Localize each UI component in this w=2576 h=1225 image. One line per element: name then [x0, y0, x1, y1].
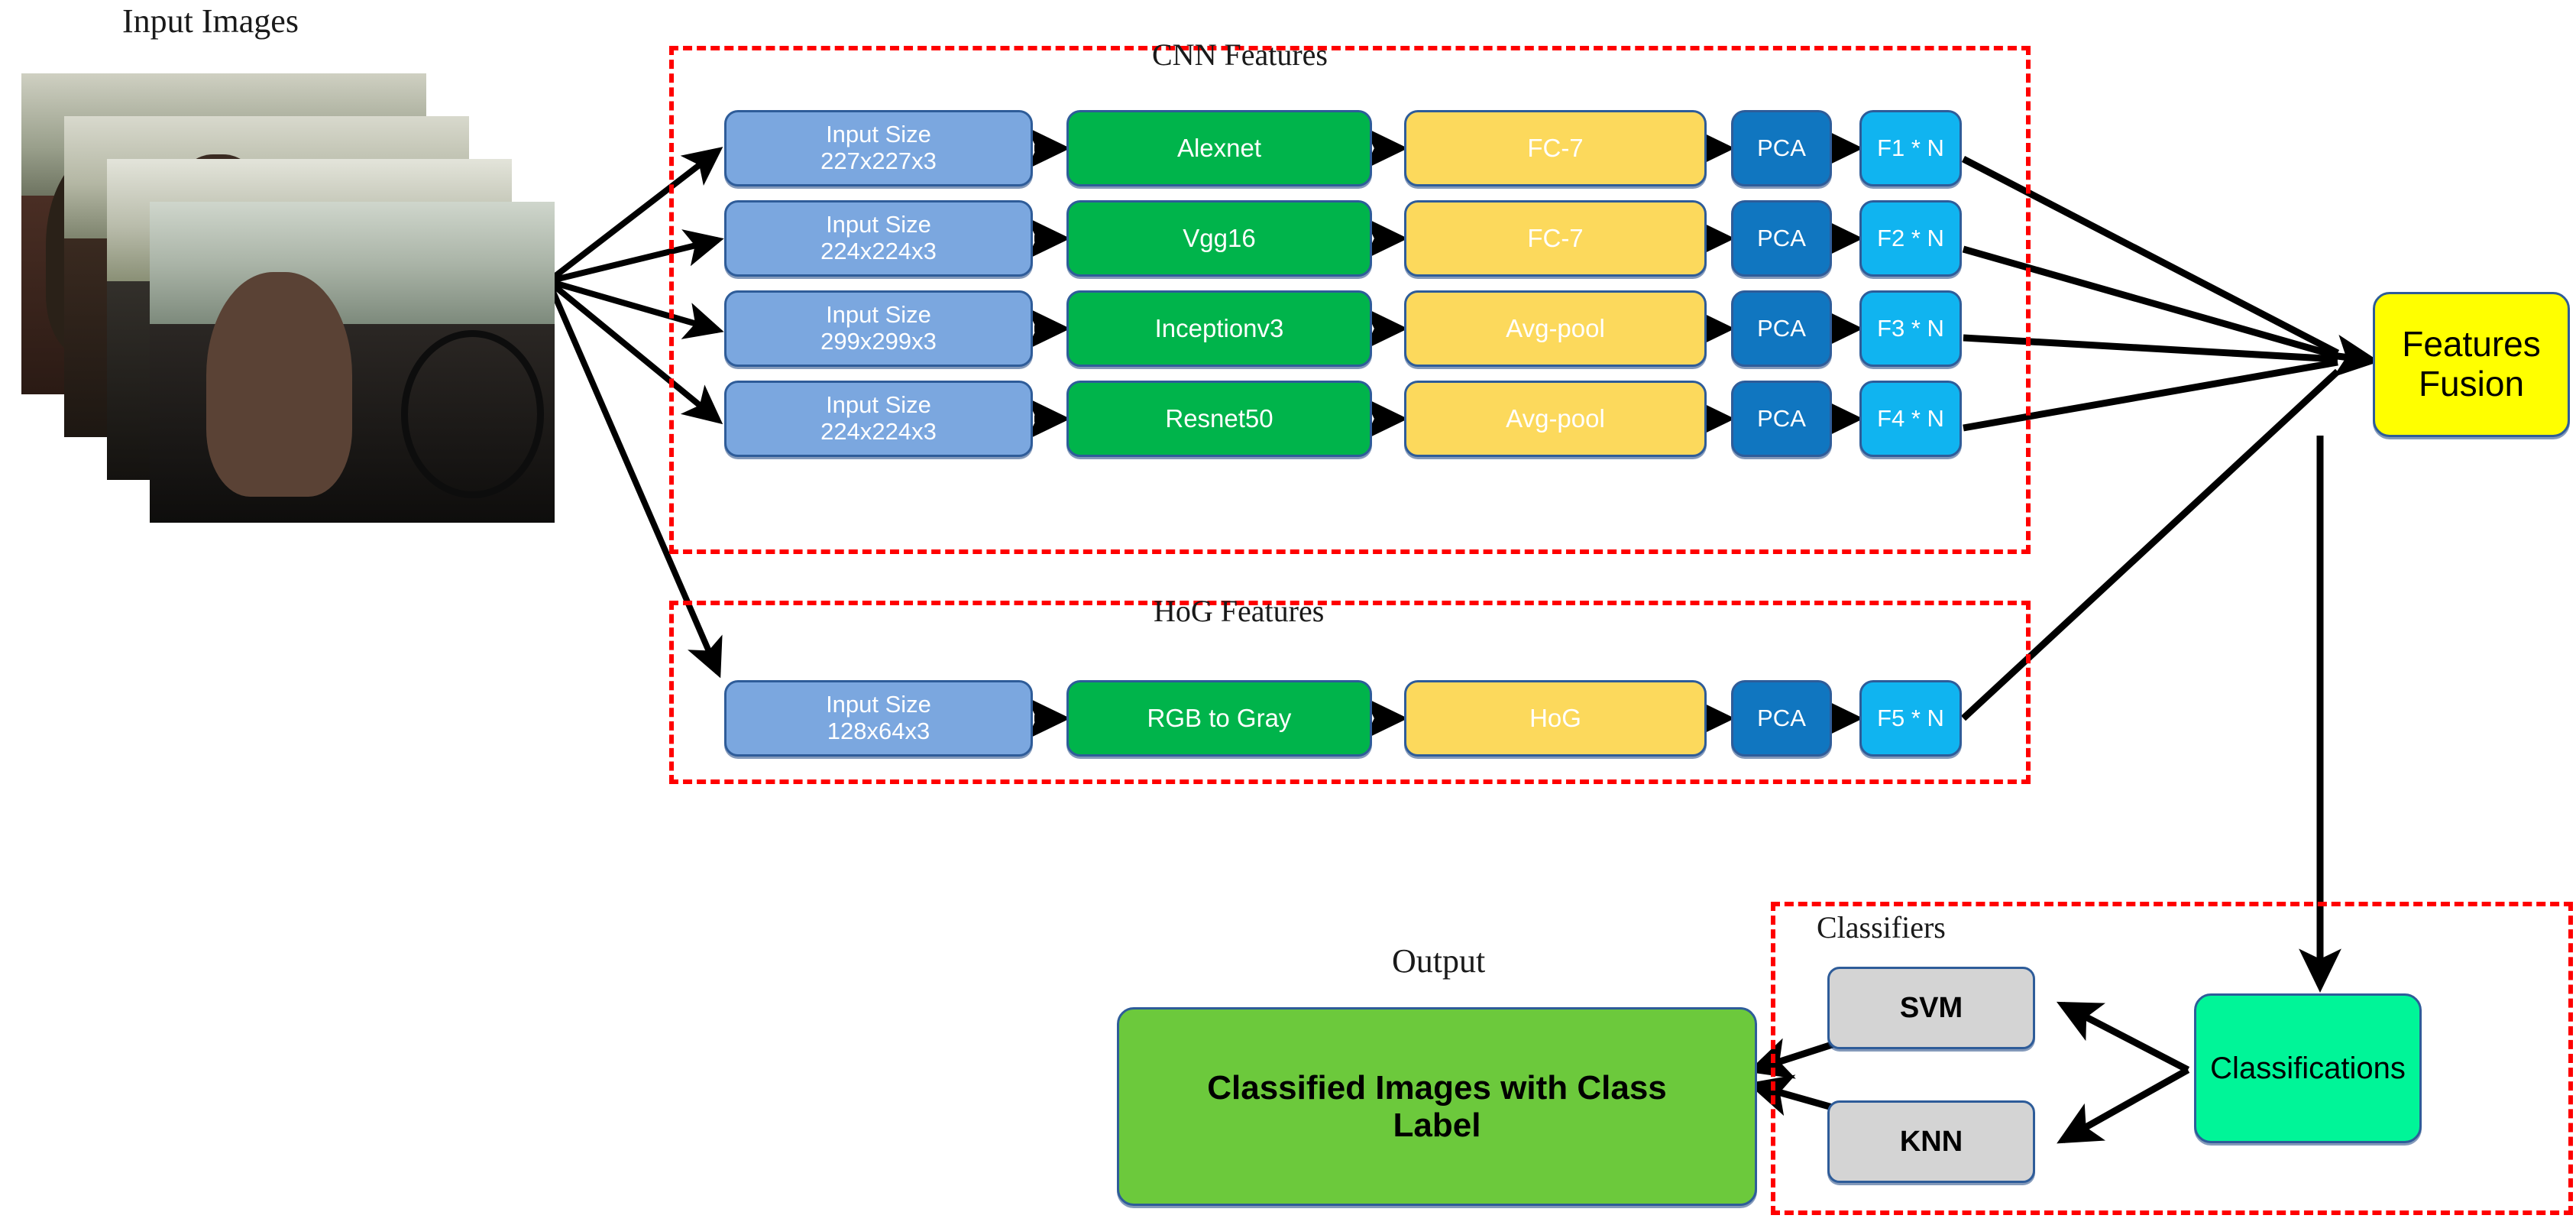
output-box[interactable]: Classified Images with Class Label — [1117, 1007, 1757, 1206]
hog-rgb-to-gray-box[interactable]: RGB to Gray — [1066, 680, 1372, 757]
features-fusion-box[interactable]: Features Fusion — [2373, 292, 2570, 437]
cnn-input-size-line2-4: 224x224x3 — [820, 418, 937, 445]
input-images-title: Input Images — [122, 2, 299, 40]
hog-input-size-line2: 128x64x3 — [827, 718, 930, 744]
cnn-input-size-line1-3: Input Size — [826, 301, 931, 329]
cnn-pca-box-3[interactable]: PCA — [1731, 290, 1832, 367]
cnn-pca-box-2[interactable]: PCA — [1731, 200, 1832, 277]
cnn-input-size-line2-1: 227x227x3 — [820, 147, 937, 174]
classifier-box-knn[interactable]: KNN — [1827, 1100, 2035, 1183]
output-label: Output — [1392, 942, 1486, 980]
cnn-model-box-inceptionv3[interactable]: Inceptionv3 — [1066, 290, 1372, 367]
cnn-pca-box-1[interactable]: PCA — [1731, 110, 1832, 186]
hog-input-size-line1: Input Size — [826, 691, 931, 718]
cnn-layer-box-3[interactable]: Avg-pool — [1404, 290, 1707, 367]
hog-descriptor-box[interactable]: HoG — [1404, 680, 1707, 757]
cnn-feature-box-f3[interactable]: F3 * N — [1859, 290, 1962, 367]
classifiers-label: Classifiers — [1817, 910, 1946, 945]
cnn-input-size-line2-2: 224x224x3 — [820, 238, 937, 264]
cnn-input-size-line1-1: Input Size — [826, 121, 931, 148]
cnn-layer-box-2[interactable]: FC-7 — [1404, 200, 1707, 277]
features-fusion-line2: Fusion — [2418, 364, 2525, 403]
cnn-model-box-resnet50[interactable]: Resnet50 — [1066, 381, 1372, 457]
cnn-features-group — [669, 46, 2031, 554]
output-box-line1: Classified Images with Class — [1207, 1068, 1667, 1107]
classifiers-group — [1771, 902, 2573, 1215]
cnn-pca-box-4[interactable]: PCA — [1731, 381, 1832, 457]
cnn-layer-box-4[interactable]: Avg-pool — [1404, 381, 1707, 457]
hog-feature-box-f5[interactable]: F5 * N — [1859, 680, 1962, 757]
cnn-features-label: CNN Features — [1152, 37, 1328, 72]
cnn-input-size-line1-4: Input Size — [826, 391, 931, 419]
cnn-feature-box-f2[interactable]: F2 * N — [1859, 200, 1962, 277]
cnn-model-box-vgg16[interactable]: Vgg16 — [1066, 200, 1372, 277]
cnn-input-size-line2-3: 299x299x3 — [820, 328, 937, 355]
cnn-feature-box-f4[interactable]: F4 * N — [1859, 381, 1962, 457]
classifications-box[interactable]: Classifications — [2194, 993, 2422, 1143]
classifier-box-svm[interactable]: SVM — [1827, 967, 2035, 1049]
cnn-model-box-alexnet[interactable]: Alexnet — [1066, 110, 1372, 186]
features-fusion-line1: Features — [2402, 324, 2541, 365]
cnn-feature-box-f1[interactable]: F1 * N — [1859, 110, 1962, 186]
hog-pca-box[interactable]: PCA — [1731, 680, 1832, 757]
hog-features-group — [669, 601, 2031, 784]
cnn-layer-box-1[interactable]: FC-7 — [1404, 110, 1707, 186]
output-box-line2: Label — [1393, 1107, 1481, 1144]
hog-features-label: HoG Features — [1154, 594, 1325, 628]
cnn-input-size-line1-2: Input Size — [826, 211, 931, 238]
input-photo-4 — [150, 202, 555, 523]
